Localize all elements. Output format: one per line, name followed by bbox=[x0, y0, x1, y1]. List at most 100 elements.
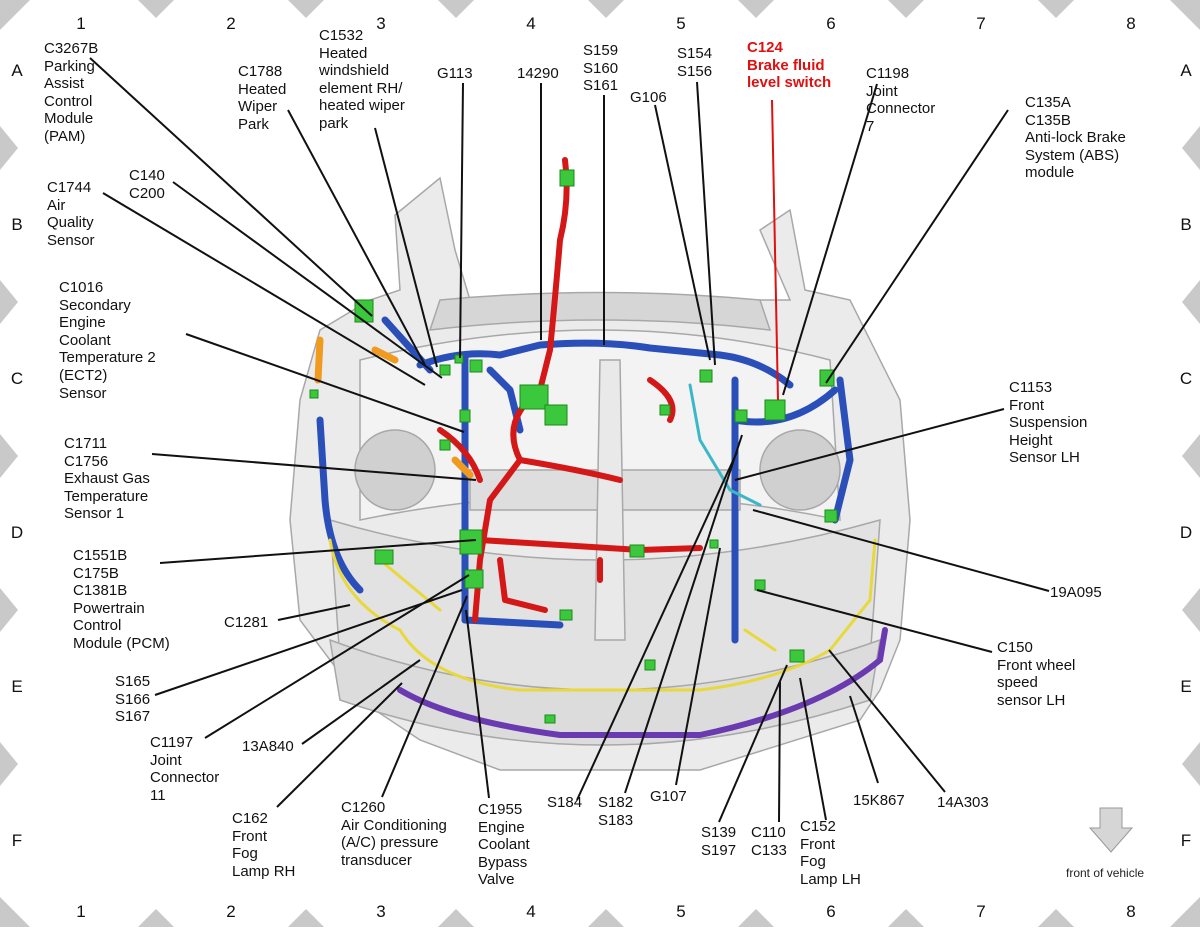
connector-block bbox=[734, 409, 748, 423]
grid-col-2-bottom: 2 bbox=[226, 902, 236, 921]
border-tick bbox=[288, 909, 324, 927]
leader-line bbox=[675, 547, 721, 786]
border-tick bbox=[1182, 126, 1200, 170]
connector-block bbox=[309, 389, 319, 399]
leader-line bbox=[465, 609, 490, 799]
border-tick bbox=[1038, 909, 1074, 927]
grid-col-4-bottom: 4 bbox=[526, 902, 536, 921]
grid-row-F-left: F bbox=[11, 831, 23, 850]
connector-block bbox=[559, 169, 575, 187]
leader-line bbox=[799, 677, 827, 821]
leader-line bbox=[185, 333, 465, 433]
border-tick bbox=[0, 126, 18, 170]
leader-line bbox=[301, 659, 421, 745]
border-tick bbox=[1182, 280, 1200, 324]
callout-s139: S139 S197 bbox=[701, 824, 737, 859]
connector-block bbox=[559, 609, 573, 621]
grid-col-3-bottom: 3 bbox=[376, 902, 386, 921]
grid-row-B-left: B bbox=[11, 215, 23, 234]
grid-col-6-bottom: 6 bbox=[826, 902, 836, 921]
leader-line bbox=[89, 57, 373, 317]
callout-c140: C140 C200 bbox=[129, 167, 165, 202]
border-tick bbox=[1182, 742, 1200, 786]
callout-s165: S165 S166 S167 bbox=[115, 673, 151, 726]
border-tick bbox=[138, 0, 174, 18]
leader-line bbox=[825, 109, 1009, 384]
connector-block bbox=[374, 549, 394, 565]
callout-s154: S154 S156 bbox=[677, 45, 713, 80]
grid-col-1-bottom: 1 bbox=[76, 902, 86, 921]
leader-lines bbox=[89, 57, 1050, 823]
border-tick bbox=[0, 897, 30, 927]
connector-block bbox=[644, 659, 656, 671]
grid-col-8-bottom: 8 bbox=[1126, 902, 1136, 921]
callout-c152: C152 Front Fog Lamp LH bbox=[800, 818, 861, 888]
leader-line bbox=[459, 82, 464, 359]
callout-13a840: 13A840 bbox=[242, 738, 294, 755]
leader-line bbox=[204, 574, 470, 739]
leader-line bbox=[752, 509, 1050, 592]
callout-c1532: C1532 Heated windshield element RH/ heat… bbox=[319, 27, 405, 132]
border-tick bbox=[0, 280, 18, 324]
border-tick bbox=[438, 0, 474, 18]
callout-c1197: C1197 Joint Connector 11 bbox=[150, 734, 220, 804]
leader-line bbox=[287, 109, 426, 366]
leader-line bbox=[654, 104, 711, 361]
leader-line bbox=[771, 99, 779, 401]
connector-block bbox=[789, 649, 805, 663]
connector-block bbox=[469, 359, 483, 373]
connector-block bbox=[824, 509, 838, 523]
border-tick bbox=[1182, 588, 1200, 632]
callout-15k867: 15K867 bbox=[853, 792, 905, 809]
grid-row-B-right: B bbox=[1180, 215, 1192, 234]
grid-col-8-top: 8 bbox=[1126, 14, 1136, 33]
callout-c124: C124 Brake fluid level switch bbox=[747, 39, 832, 92]
connector-block bbox=[544, 404, 568, 426]
grid-col-6-top: 6 bbox=[826, 14, 836, 33]
connector-block bbox=[659, 404, 671, 416]
callout-c1551b: C1551B C175B C1381B Powertrain Control M… bbox=[73, 547, 170, 652]
connectors bbox=[309, 169, 838, 724]
leader-line bbox=[381, 595, 468, 798]
leader-line bbox=[718, 664, 788, 823]
callout-c1955: C1955 Engine Coolant Bypass Valve bbox=[478, 801, 530, 889]
leader-line bbox=[276, 682, 403, 808]
border-tick bbox=[588, 0, 624, 18]
leader-line bbox=[576, 451, 738, 801]
callout-g113: G113 bbox=[437, 65, 473, 82]
grid-col-3-top: 3 bbox=[376, 14, 386, 33]
grid-row-E-right: E bbox=[1180, 677, 1192, 696]
connector-block bbox=[754, 579, 766, 591]
harness-cyan bbox=[688, 383, 762, 507]
callout-g106: G106 bbox=[630, 89, 667, 106]
connector-block bbox=[709, 539, 719, 549]
leader-line bbox=[756, 589, 993, 653]
grid-col-5-top: 5 bbox=[676, 14, 686, 33]
harness-orange bbox=[314, 336, 474, 479]
leader-line bbox=[828, 649, 946, 793]
callout-s159: S159 S160 S161 bbox=[583, 42, 619, 95]
leader-line bbox=[172, 181, 443, 379]
leader-line bbox=[782, 83, 878, 396]
connector-block bbox=[544, 714, 556, 724]
grid-col-2-top: 2 bbox=[226, 14, 236, 33]
callout-s184: S184 bbox=[547, 794, 583, 811]
border-tick bbox=[438, 909, 474, 927]
connector-block bbox=[459, 409, 471, 423]
border-tick bbox=[738, 0, 774, 18]
grid-row-C-left: C bbox=[10, 369, 24, 388]
grid-col-1-top: 1 bbox=[76, 14, 86, 33]
connector-block bbox=[699, 369, 713, 383]
callout-g107: G107 bbox=[650, 788, 687, 805]
callout-c1198: C1198 Joint Connector 7 bbox=[866, 65, 936, 135]
callout-s182: S182 S183 bbox=[598, 794, 634, 829]
leader-line bbox=[624, 434, 743, 794]
grid-col-4-top: 4 bbox=[526, 14, 536, 33]
border-tick bbox=[1182, 434, 1200, 478]
leader-line bbox=[159, 539, 477, 564]
callout-c1788: C1788 Heated Wiper Park bbox=[238, 63, 287, 133]
callout-c150: C150 Front wheel speed sensor LH bbox=[997, 639, 1076, 709]
grid-row-D-left: D bbox=[10, 523, 24, 542]
